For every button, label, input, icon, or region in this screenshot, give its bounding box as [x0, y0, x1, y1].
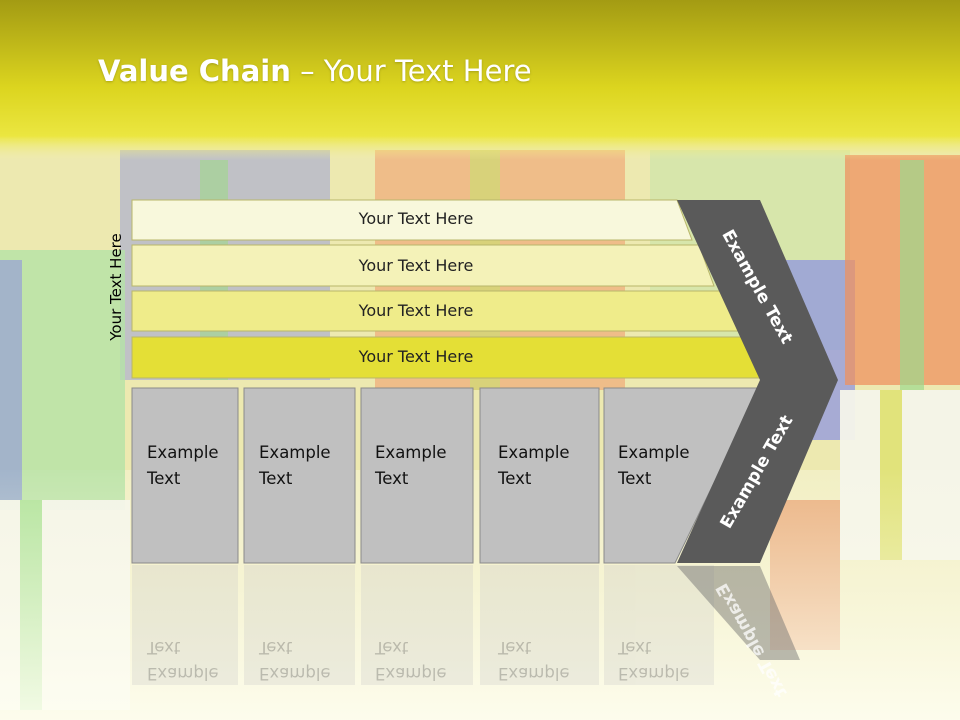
side-label: Your Text Here — [107, 233, 125, 341]
primary-box-5-reflection-line1: Example — [618, 664, 690, 683]
primary-box-3-shape — [360, 387, 474, 564]
primary-box-3-line1: Example — [375, 443, 447, 462]
primary-box-1-reflection-line1: Example — [147, 664, 219, 683]
primary-box-5-shape — [603, 387, 761, 564]
primary-box-5-line2: Text — [618, 469, 652, 488]
primary-box-2-reflection-line1: Example — [259, 664, 331, 683]
support-bar-1-shape — [131, 199, 693, 241]
primary-box-2-reflection-line2: Text — [259, 638, 293, 657]
primary-box-4-line2: Text — [498, 469, 532, 488]
primary-box-4-text: Example Text — [498, 440, 570, 492]
primary-box-5-text: Example Text — [618, 440, 690, 492]
primary-box-1-reflection-line2: Text — [147, 638, 181, 657]
primary-box-3-reflection: Example Text — [375, 634, 447, 686]
primary-box-2-text: Example Text — [259, 440, 331, 492]
primary-box-5-line1: Example — [618, 443, 690, 462]
primary-box-3-reflection-line2: Text — [375, 638, 409, 657]
primary-box-4-reflection: Example Text — [498, 634, 570, 686]
primary-box-2-reflection: Example Text — [259, 634, 331, 686]
primary-box-1-reflection: Example Text — [147, 634, 219, 686]
primary-box-5-reflection-line2: Text — [618, 638, 652, 657]
support-bar-2-shape — [131, 244, 715, 287]
primary-box-4-line1: Example — [498, 443, 570, 462]
title-bold: Value Chain — [98, 54, 291, 88]
primary-box-3-text: Example Text — [375, 440, 447, 492]
primary-box-3-line2: Text — [375, 469, 409, 488]
margin-chevron-shape — [677, 200, 838, 563]
primary-box-2-line1: Example — [259, 443, 331, 462]
primary-box-1-shape — [131, 387, 239, 564]
primary-box-1-line1: Example — [147, 443, 219, 462]
primary-box-4-shape — [479, 387, 600, 564]
primary-box-2-line2: Text — [259, 469, 293, 488]
primary-box-1-text: Example Text — [147, 440, 219, 492]
primary-box-5-reflection: Example Text — [618, 634, 690, 686]
slide-title: Value Chain – Your Text Here — [98, 54, 532, 88]
primary-box-4-reflection-line1: Example — [498, 664, 570, 683]
primary-box-1-line2: Text — [147, 469, 181, 488]
support-bar-3-text: Your Text Here — [358, 301, 474, 320]
support-bar-4-text: Your Text Here — [358, 347, 474, 366]
support-bar-1-text: Your Text Here — [358, 209, 474, 228]
support-bar-2-text: Your Text Here — [358, 256, 474, 275]
primary-box-3-reflection-line1: Example — [375, 664, 447, 683]
title-rest: – Your Text Here — [290, 54, 532, 88]
primary-box-4-reflection-line2: Text — [498, 638, 532, 657]
primary-box-2-shape — [243, 387, 356, 564]
